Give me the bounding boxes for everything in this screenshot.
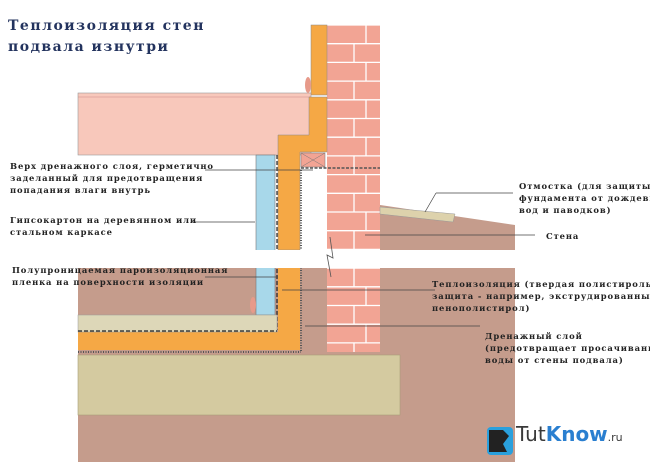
footing	[77, 354, 401, 416]
diagram-title: Теплоизоляция стен подвала изнутри	[8, 16, 205, 58]
drywall	[255, 154, 276, 316]
label-drainage: Дренажный слой (предотвращает просачиван…	[485, 331, 650, 365]
otmostka-slab	[379, 206, 456, 223]
floor-slab	[77, 92, 312, 156]
title-line-2: подвала изнутри	[8, 39, 170, 55]
label-drywall: Гипсокартон на деревянном или стальном к…	[10, 215, 197, 237]
insulation-floor	[78, 332, 300, 350]
brick-wall	[327, 25, 380, 352]
logo-text-2: Know	[545, 422, 608, 446]
label-drain-top: Верх дренажного слоя, герметично заделан…	[10, 161, 214, 195]
brick-joints	[327, 24, 380, 352]
logo-text-1: Tut	[516, 422, 546, 446]
label-wall: Стена	[546, 231, 580, 241]
label-insulation: Теплоизоляция (твердая полистирольная за…	[432, 279, 650, 313]
break-band	[245, 250, 650, 268]
title-line-1: Теплоизоляция стен	[8, 18, 205, 34]
label-vapor-film: Полупроницаемая пароизоляционная пленка …	[12, 265, 229, 287]
floor-screed	[77, 314, 278, 333]
insulation-lower	[278, 268, 300, 332]
logo-text-3: .ru	[607, 430, 623, 444]
insulation-upper	[310, 24, 328, 96]
label-otmostka: Отмостка (для защиты фундамента от дожде…	[519, 181, 650, 215]
